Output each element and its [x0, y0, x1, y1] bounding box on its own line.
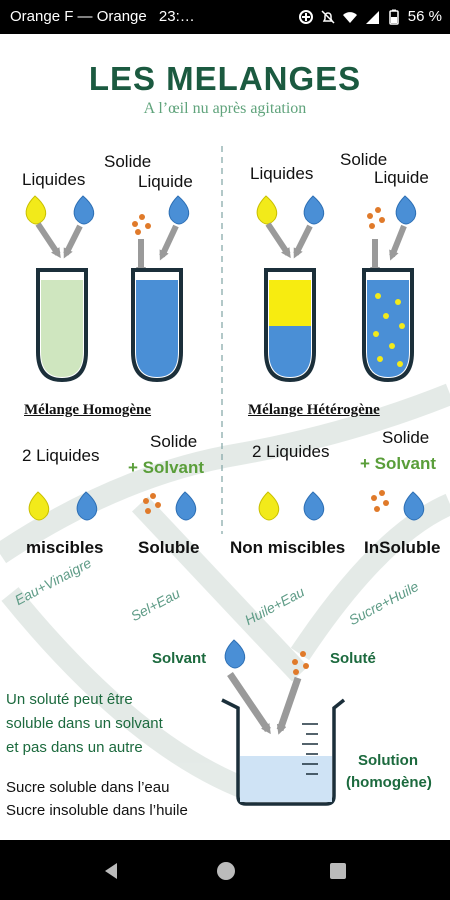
- page-title: LES MELANGES: [88, 60, 362, 97]
- label-liquides-right: Liquides: [250, 164, 314, 183]
- solid-particles-icon: [292, 651, 309, 675]
- label-solide-left: Solide: [104, 152, 152, 171]
- heading-heterogene: Mélange Hétérogène: [248, 402, 380, 418]
- yellow-drop: [258, 491, 280, 521]
- note-black-line: Sucre soluble dans l’eau: [6, 779, 170, 796]
- carrier-name: Orange F — Orange: [10, 8, 147, 25]
- recents-icon[interactable]: [328, 861, 348, 881]
- yellow-drop: [256, 195, 278, 225]
- mute-icon: [321, 9, 335, 24]
- blue-drop: [395, 195, 417, 225]
- label-2-liquides-left: 2 Liquides: [22, 446, 100, 465]
- blue-drop: [224, 639, 246, 669]
- blue-drop: [76, 491, 98, 521]
- battery-icon: [389, 9, 399, 25]
- signal-icon: [365, 10, 379, 24]
- label-solide-mid-right: Solide: [382, 428, 430, 447]
- label-homogene: (homogène): [346, 774, 432, 791]
- label-solute: Soluté: [330, 650, 376, 667]
- label-liquides-left: Liquides: [22, 170, 86, 189]
- label-plus-solvant-right: + Solvant: [360, 454, 437, 473]
- label-insoluble: InSoluble: [364, 538, 441, 557]
- back-icon[interactable]: [100, 860, 122, 882]
- tube-liquids-heterogeneous: [264, 268, 316, 383]
- solid-particles-icon: [132, 214, 151, 235]
- blue-drop: [175, 491, 197, 521]
- blue-drop: [73, 195, 95, 225]
- label-solution: Solution: [358, 752, 418, 769]
- poster-image: LES MELANGES A l’œil nu après agitation …: [0, 34, 450, 840]
- note-green-line: Un soluté peut être: [6, 691, 133, 708]
- yellow-drop: [25, 195, 47, 225]
- wifi-icon: [342, 11, 357, 23]
- label-solvant: Solvant: [152, 650, 207, 667]
- label-liquide-left: Liquide: [138, 172, 193, 191]
- note-green-line: et pas dans un autre: [6, 739, 143, 756]
- blue-drop: [303, 491, 325, 521]
- label-liquide-right: Liquide: [374, 168, 429, 187]
- solid-particles-icon: [367, 207, 385, 229]
- label-non-miscibles: Non miscibles: [230, 538, 346, 557]
- data-saver-icon: [298, 9, 313, 24]
- heading-homogene: Mélange Homogène: [24, 402, 152, 418]
- clock: 23:…: [158, 8, 195, 25]
- tube-liquids-homogeneous: [36, 268, 88, 383]
- label-plus-solvant-left: + Solvant: [128, 458, 205, 477]
- blue-drop: [168, 195, 190, 225]
- home-icon[interactable]: [214, 859, 238, 883]
- yellow-drop: [28, 491, 50, 521]
- label-2-liquides-right: 2 Liquides: [252, 442, 330, 461]
- status-bar: Orange F — Orange 23:… 56 %: [0, 0, 450, 34]
- battery-level: 56 %: [407, 8, 442, 25]
- beaker: [221, 698, 346, 806]
- solid-particles-icon: [143, 493, 161, 514]
- background-swoosh: [0, 383, 450, 805]
- subtitle: A l’œil nu après agitation: [143, 100, 307, 117]
- note-green: Un soluté peut être soluble dans un solv…: [6, 688, 163, 760]
- label-soluble: Soluble: [138, 538, 200, 557]
- diagram-graphics: [0, 146, 450, 806]
- label-miscibles: miscibles: [26, 538, 104, 557]
- label-solide-right: Solide: [340, 150, 388, 169]
- note-black: Sucre soluble dans l’eau Sucre insoluble…: [6, 776, 188, 822]
- note-green-line: soluble dans un solvant: [6, 715, 163, 732]
- note-black-line: Sucre insoluble dans l’huile: [6, 802, 188, 819]
- blue-drop: [303, 195, 325, 225]
- blue-drop: [403, 491, 425, 521]
- label-solide-mid-left: Solide: [150, 432, 198, 451]
- navigation-bar: [0, 840, 450, 900]
- tube-solid-liquid-heterogeneous: [362, 268, 414, 383]
- tube-solid-liquid-homogeneous: [131, 268, 183, 383]
- solid-particles-icon: [371, 490, 389, 512]
